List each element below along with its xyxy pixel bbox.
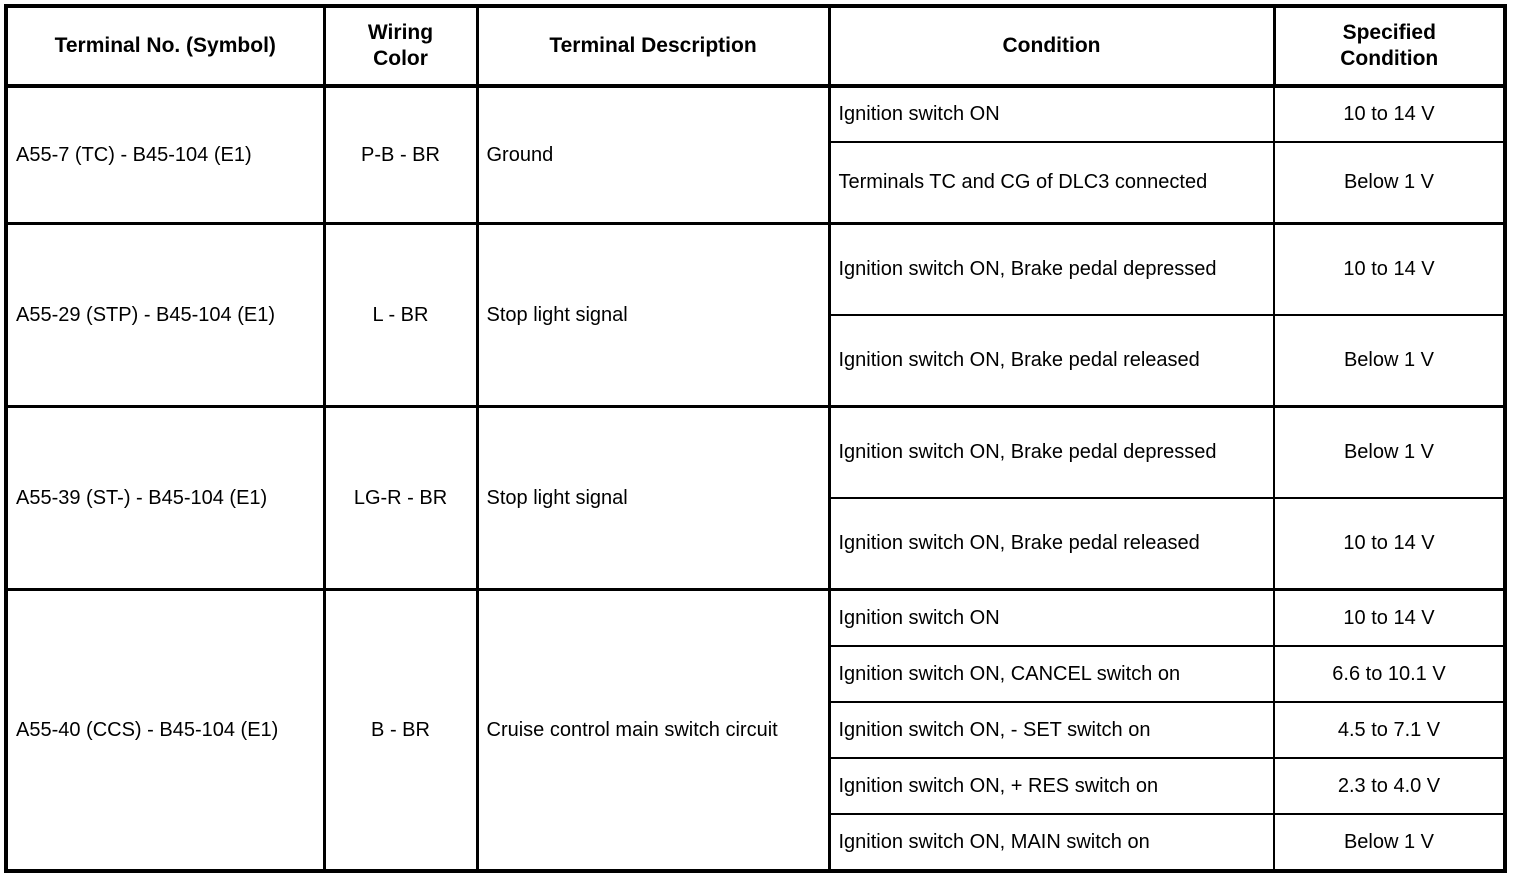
cell-condition: Ignition switch ON, Brake pedal released <box>829 497 1275 590</box>
cell-specified-condition: 6.6 to 10.1 V <box>1274 645 1505 702</box>
column-header-terminal-no: Terminal No. (Symbol) <box>6 6 326 88</box>
cell-specified-condition: Below 1 V <box>1274 813 1505 871</box>
cell-terminal-no: A55-39 (ST-) - B45-104 (E1) <box>6 405 326 590</box>
cell-terminal-no: A55-40 (CCS) - B45-104 (E1) <box>6 588 326 871</box>
cell-condition: Ignition switch ON <box>829 588 1275 646</box>
cell-condition: Ignition switch ON, Brake pedal depresse… <box>829 222 1275 315</box>
table-row: A55-7 (TC) - B45-104 (E1) P-B - BR Groun… <box>6 84 1505 224</box>
cell-terminal-description: Cruise control main switch circuit <box>477 588 831 871</box>
cell-specified-condition: Below 1 V <box>1274 314 1505 407</box>
table-row: A55-39 (ST-) - B45-104 (E1) LG-R - BR St… <box>6 405 1505 590</box>
table-row: Ignition switch ON, Brake pedal released… <box>6 497 1505 590</box>
wiring-color-line1: Wiring <box>367 21 434 44</box>
table-row: A55-40 (CCS) - B45-104 (E1) B - BR Cruis… <box>6 588 1505 871</box>
cell-wiring-color: B - BR <box>324 588 479 871</box>
cell-specified-condition: 10 to 14 V <box>1274 84 1505 142</box>
cell-condition: Ignition switch ON, MAIN switch on <box>829 813 1275 871</box>
cell-terminal-description: Ground <box>477 84 831 224</box>
cell-condition: Ignition switch ON, Brake pedal released <box>829 314 1275 407</box>
table-header-row: Terminal No. (Symbol) Wiring Color Termi… <box>6 6 1505 88</box>
cell-terminal-description: Stop light signal <box>477 222 831 407</box>
terminal-inspection-table: Terminal No. (Symbol) Wiring Color Termi… <box>4 4 1507 873</box>
cell-specified-condition: 4.5 to 7.1 V <box>1274 701 1505 758</box>
cell-specified-condition: 10 to 14 V <box>1274 222 1505 315</box>
specified-condition-line2: Condition <box>1340 47 1439 70</box>
table-row: Ignition switch ON, Brake pedal released… <box>6 314 1505 407</box>
table-row: Ignition switch ON, CANCEL switch on 6.6… <box>6 645 1505 702</box>
cell-condition: Ignition switch ON <box>829 84 1275 142</box>
wiring-color-line2: Color <box>373 47 428 70</box>
cell-specified-condition: 10 to 14 V <box>1274 497 1505 590</box>
column-header-specified-condition: Specified Condition <box>1274 6 1505 88</box>
cell-terminal-description: Stop light signal <box>477 405 831 590</box>
cell-specified-condition: Below 1 V <box>1274 405 1505 498</box>
column-header-wiring-color: Wiring Color <box>324 6 479 88</box>
column-header-condition: Condition <box>829 6 1276 88</box>
table-row: Terminals TC and CG of DLC3 connected Be… <box>6 141 1505 224</box>
cell-specified-condition: 2.3 to 4.0 V <box>1274 757 1505 814</box>
cell-terminal-no: A55-7 (TC) - B45-104 (E1) <box>6 84 326 224</box>
document-page: Terminal No. (Symbol) Wiring Color Termi… <box>4 4 1507 873</box>
cell-wiring-color: P-B - BR <box>324 84 479 224</box>
cell-condition: Ignition switch ON, Brake pedal depresse… <box>829 405 1275 498</box>
column-header-terminal-description: Terminal Description <box>477 6 831 88</box>
cell-specified-condition: Below 1 V <box>1274 141 1505 224</box>
cell-condition: Ignition switch ON, + RES switch on <box>829 757 1275 814</box>
cell-specified-condition: 10 to 14 V <box>1274 588 1505 646</box>
cell-terminal-no: A55-29 (STP) - B45-104 (E1) <box>6 222 326 407</box>
cell-condition: Terminals TC and CG of DLC3 connected <box>829 141 1275 224</box>
specified-condition-line1: Specified <box>1342 21 1436 44</box>
table-row: A55-29 (STP) - B45-104 (E1) L - BR Stop … <box>6 222 1505 407</box>
cell-wiring-color: LG-R - BR <box>324 405 479 590</box>
cell-condition: Ignition switch ON, CANCEL switch on <box>829 645 1275 702</box>
cell-wiring-color: L - BR <box>324 222 479 407</box>
cell-condition: Ignition switch ON, - SET switch on <box>829 701 1275 758</box>
table-body: A55-7 (TC) - B45-104 (E1) P-B - BR Groun… <box>6 84 1505 871</box>
